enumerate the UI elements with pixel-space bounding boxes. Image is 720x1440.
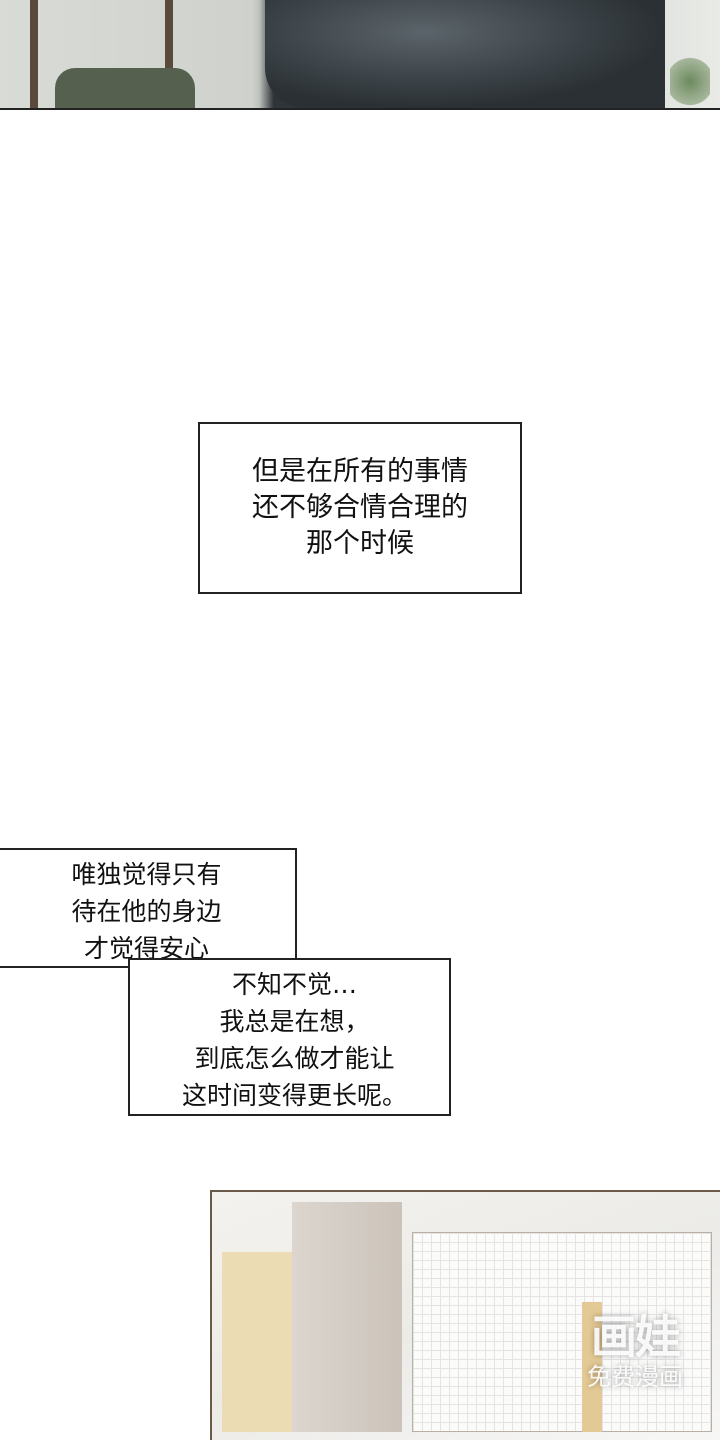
book [292, 1202, 402, 1432]
comic-panel-bottom [210, 1190, 720, 1440]
caption-line: 唯独觉得只有 [71, 860, 222, 889]
pencil [582, 1302, 602, 1432]
garden-bush [55, 68, 195, 108]
character-coat [265, 0, 665, 108]
watermark: 画娃 免费漫画 [560, 1312, 710, 1392]
caption-line: 那个时候 [306, 528, 414, 559]
pergola-post [30, 0, 38, 108]
caption-line: 但是在所有的事情 [252, 456, 468, 487]
caption-line: 还不够合情合理的 [252, 492, 468, 523]
caption-box-2: 唯独觉得只有 待在他的身边 才觉得安心 [0, 848, 297, 968]
watermark-text: 免费漫画 [587, 1363, 683, 1391]
pergola-post [165, 0, 173, 108]
caption-line: 我总是在想， [219, 1007, 370, 1036]
grid-notebook [412, 1232, 712, 1432]
caption-box-1: 但是在所有的事情 还不够合情合理的 那个时候 [198, 422, 522, 594]
caption-line: 不知不觉… [231, 970, 357, 999]
caption-line: 这时间变得更长呢。 [181, 1081, 407, 1110]
watermark-logo: 画娃 [591, 1310, 681, 1364]
plant [670, 55, 710, 108]
comic-panel-top [0, 0, 720, 110]
caption-line: 待在他的身边 [71, 897, 222, 926]
caption-box-3: 不知不觉… 我总是在想， 到底怎么做才能让 这时间变得更长呢。 [128, 958, 451, 1116]
caption-line: 到底怎么做才能让 [194, 1044, 395, 1073]
